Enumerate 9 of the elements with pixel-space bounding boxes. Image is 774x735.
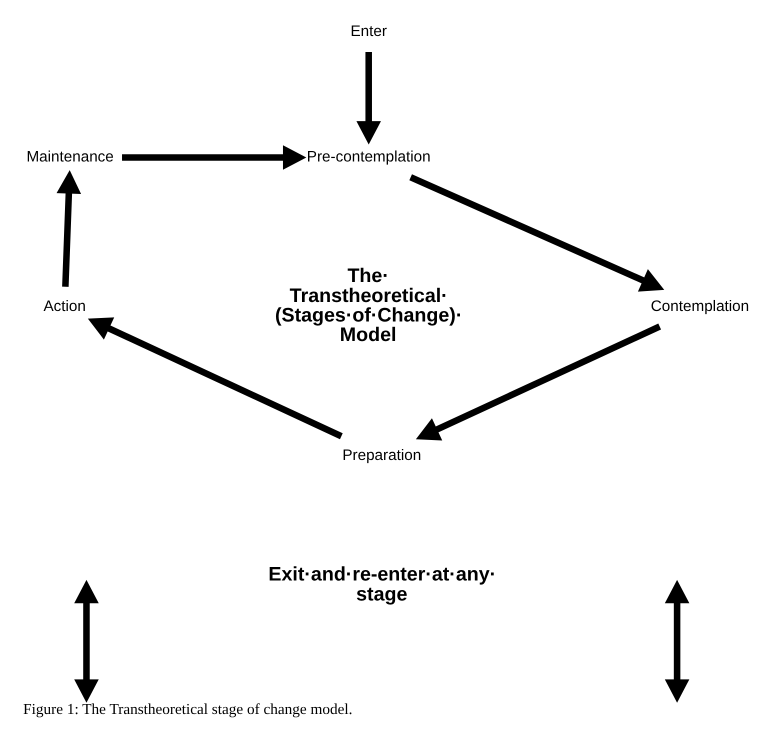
node-text: Contemplation: [650, 298, 749, 315]
node-text: Action: [42, 298, 86, 315]
label: The· Transtheoretical· (Stages·of·Change)· Model: [274, 265, 462, 346]
node-text: Enter: [350, 23, 386, 40]
node-text: Preparation: [342, 447, 421, 464]
caption: Figure 1: The Transtheoretical stage of change model.: [22, 700, 352, 718]
node-text: Pre-contemplation: [306, 148, 430, 166]
node-text: Maintenance: [26, 148, 114, 166]
label: Exit·and·re-enter·at·any· stage: [268, 564, 496, 606]
